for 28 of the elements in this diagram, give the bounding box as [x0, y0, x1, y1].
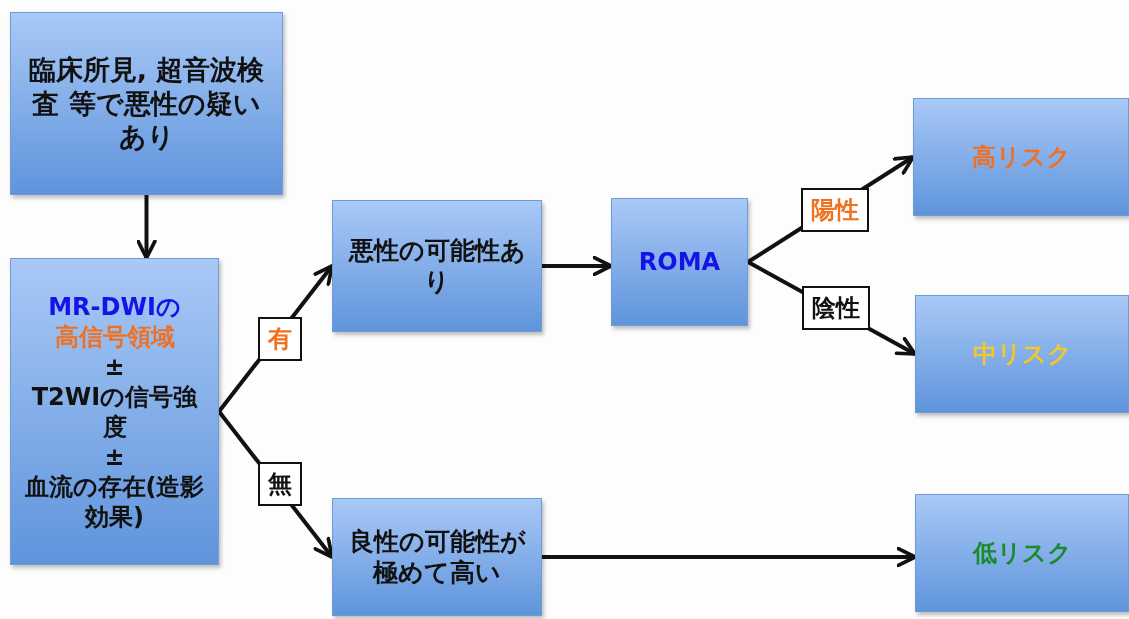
- node-text: 臨床所見, 超音波検査 等で悪性の疑いあり: [27, 52, 266, 155]
- process-box: [332, 498, 542, 616]
- node-text: 良性の可能性が極めて高い: [347, 525, 527, 589]
- process-box: [332, 200, 542, 332]
- arrow: [136, 195, 157, 260]
- edge-label: 陰性: [801, 286, 870, 330]
- node-text: 低リスク: [972, 538, 1072, 568]
- edge-label: 陽性: [800, 187, 869, 232]
- edge-label: 無: [257, 462, 302, 507]
- node-text: ±: [104, 441, 125, 472]
- node-text: ROMA: [638, 247, 721, 277]
- node-text: 高リスク: [971, 142, 1071, 172]
- node-text: ±: [104, 351, 125, 382]
- arrow: [542, 546, 917, 568]
- process-box: [10, 258, 219, 565]
- edge-label: 有: [257, 316, 302, 361]
- node-text: 血流の存在(造影効果): [23, 471, 206, 532]
- process-box: [10, 12, 283, 195]
- process-box: [913, 98, 1129, 216]
- node-text: MR-DWIの: [48, 291, 181, 322]
- process-box: [611, 198, 748, 326]
- node-text: 高信号領域: [54, 321, 175, 352]
- node-text: T2WIの信号強度: [30, 381, 199, 442]
- node-text: 中リスク: [972, 339, 1072, 369]
- arrow: [542, 255, 613, 277]
- node-text: 悪性の可能性あり: [347, 234, 527, 298]
- process-box: [915, 494, 1129, 612]
- process-box: [915, 295, 1129, 413]
